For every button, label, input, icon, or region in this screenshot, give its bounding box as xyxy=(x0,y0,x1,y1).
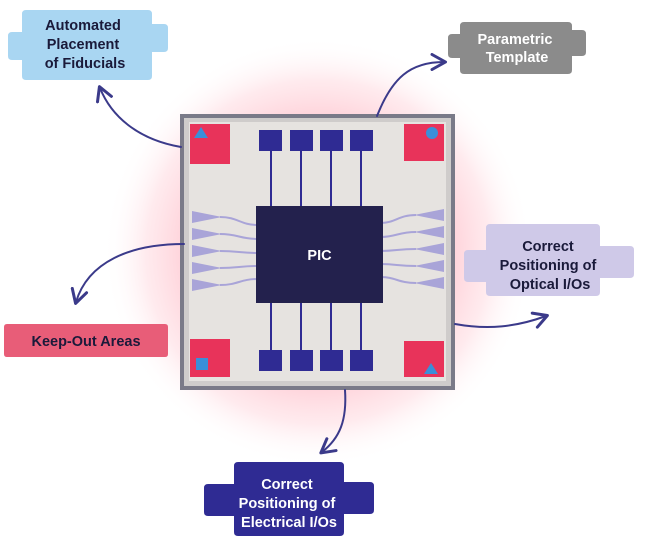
arrows xyxy=(70,53,549,455)
optical-waveguides-left xyxy=(192,211,259,291)
electrical-pads-top xyxy=(259,130,373,151)
callout-line: Electrical I/Os xyxy=(241,515,337,531)
callout-optical: Correct Positioning of Optical I/Os xyxy=(464,224,634,296)
electrical-pad xyxy=(350,130,373,151)
fiducial-square-top-left xyxy=(190,124,230,164)
callout-optical-shape xyxy=(464,224,634,296)
callout-electrical-shape xyxy=(204,462,374,536)
callout-keepout-text: Keep-Out Areas xyxy=(31,334,140,350)
triangle-fiducial-icon xyxy=(194,127,208,138)
electrical-pad xyxy=(290,350,313,371)
triangle-fiducial-icon xyxy=(424,363,438,374)
callout-parametric: Parametric Template xyxy=(448,22,586,74)
square-fiducial-icon xyxy=(196,358,208,370)
pic-label: PIC xyxy=(307,248,332,264)
electrical-pad xyxy=(320,350,343,371)
arrow-to-keepout xyxy=(70,243,185,305)
callout-line: Automated xyxy=(45,18,121,34)
pic-die xyxy=(256,206,383,303)
callout-electrical: Correct Positioning of Electrical I/Os xyxy=(204,462,374,536)
callout-fiducials-shape xyxy=(8,10,168,80)
callout-line: Optical I/Os xyxy=(510,277,591,293)
callout-keepout: Keep-Out Areas xyxy=(4,324,168,357)
callout-electrical-text: Correct Positioning of Electrical I/Os xyxy=(239,477,340,531)
callout-keepout-shape xyxy=(4,324,168,357)
electrical-pad xyxy=(290,130,313,151)
callout-line: Template xyxy=(486,50,549,66)
arrow-to-fiducials xyxy=(96,85,182,148)
callout-fiducials: Automated Placement of Fiducials xyxy=(8,10,168,80)
callout-line: Correct xyxy=(261,477,313,493)
electrical-pads-bottom xyxy=(259,350,373,371)
callout-line: Positioning of xyxy=(500,258,597,274)
electrical-pad xyxy=(259,130,282,151)
callout-line: Positioning of xyxy=(239,496,336,512)
callout-optical-text: Correct Positioning of Optical I/Os xyxy=(500,239,601,293)
arrow-to-electrical xyxy=(319,389,347,455)
callout-line: Correct xyxy=(522,239,574,255)
callout-line: Placement xyxy=(47,37,120,53)
electrical-pad xyxy=(259,350,282,371)
fiducial-square-top-right xyxy=(404,124,444,161)
arrow-to-parametric xyxy=(376,53,447,117)
optical-waveguides-right xyxy=(379,209,444,289)
callout-fiducials-text: Automated Placement of Fiducials xyxy=(45,18,126,72)
callout-parametric-text: Parametric Template xyxy=(478,32,557,66)
circle-fiducial-icon xyxy=(426,127,438,139)
callout-line: Parametric xyxy=(478,32,553,48)
electrical-pad xyxy=(320,130,343,151)
callout-line: of Fiducials xyxy=(45,56,126,72)
electrical-pad xyxy=(350,350,373,371)
fiducial-square-bottom-right xyxy=(404,341,444,377)
callout-parametric-shape xyxy=(448,22,586,74)
chip-package: PIC xyxy=(180,114,455,390)
arrow-to-optical xyxy=(454,311,549,329)
